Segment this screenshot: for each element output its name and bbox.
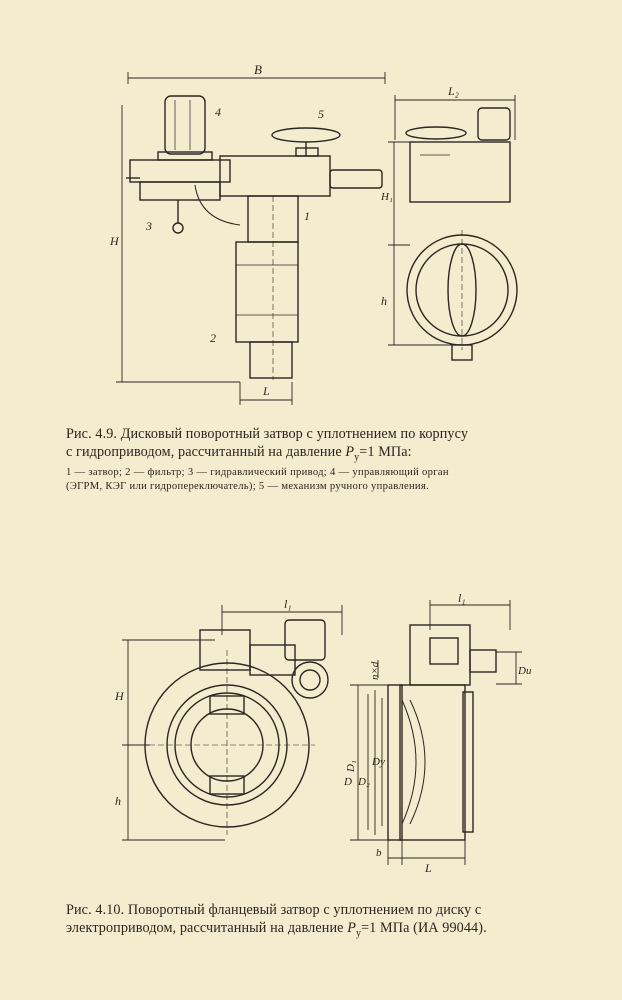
fig410-caption-line2: электроприводом, рассчитанный на давлени… — [66, 919, 566, 943]
fig410-caption-line2-pre: электроприводом, рассчитанный на давлени… — [66, 920, 348, 936]
figure-4-9-caption: Рис. 4.9. Дисковый поворотный затвор с у… — [66, 425, 566, 467]
fig410-label-l1-left: l₁ — [284, 597, 292, 611]
fig49-legend-line2: (ЭГРМ, КЭГ или гидропереключатель); 5 — … — [66, 481, 430, 492]
fig49-pressure-subscript: у — [354, 451, 360, 463]
figure-4-9-legend: 1 — затвор; 2 — фильтр; 3 — гидравлическ… — [66, 466, 571, 494]
figure-4-10-drawing: l₁ l₁ H h n×d D₁ D D₂ Dу Dи b L — [114, 591, 532, 875]
fig49-caption-line1: Рис. 4.9. Дисковый поворотный затвор с у… — [66, 426, 469, 442]
fig410-pressure-subscript: у — [355, 927, 362, 939]
fig410-caption-line2-post: =1 МПа (ИА 99044). — [361, 920, 487, 936]
fig49-label-4: 4 — [215, 105, 221, 119]
fig49-caption-line2-pre: с гидроприводом, рассчитанный на давлени… — [66, 444, 346, 460]
fig49-label-3: 3 — [145, 219, 152, 233]
fig49-label-h: h — [381, 294, 387, 308]
fig410-label-Du: Dи — [517, 665, 532, 677]
fig49-label-1: 1 — [304, 209, 310, 223]
fig49-label-H: H — [109, 234, 120, 248]
fig49-label-5: 5 — [318, 107, 324, 121]
fig49-label-H1: H₁ — [380, 191, 393, 203]
fig410-label-L: L — [424, 861, 432, 875]
fig410-label-nxd: n×d — [369, 661, 381, 680]
fig410-label-l1-right: l₁ — [458, 591, 466, 605]
fig410-label-D: D — [343, 776, 352, 788]
fig49-caption-line2-post: =1 МПа: — [359, 444, 412, 460]
fig410-label-H: H — [114, 689, 125, 703]
fig49-label-B: B — [254, 62, 262, 77]
fig410-label-h: h — [115, 794, 121, 808]
fig49-legend-line1: 1 — затвор; 2 — фильтр; 3 — гидравлическ… — [66, 467, 449, 478]
figure-4-9-drawing: B L₂ H H₁ h L 1 2 3 4 5 — [109, 62, 518, 405]
fig410-label-b: b — [376, 847, 382, 859]
fig49-label-L2: L₂ — [447, 84, 459, 98]
fig49-label-2: 2 — [210, 331, 216, 345]
fig410-caption-line1: Рис. 4.10. Поворотный фланцевый затвор с… — [66, 902, 482, 918]
figure-4-10-caption: Рис. 4.10. Поворотный фланцевый затвор с… — [66, 901, 566, 943]
fig410-pressure-symbol: P — [347, 920, 356, 936]
fig410-label-D1: D₁ — [345, 760, 357, 773]
fig49-label-L: L — [262, 384, 270, 398]
fig410-label-Dy: Dу — [371, 756, 385, 768]
fig49-caption-line2: с гидроприводом, рассчитанный на давлени… — [66, 443, 566, 467]
fig410-label-D2: D₂ — [357, 776, 370, 788]
fig49-pressure-symbol: P — [345, 444, 355, 460]
